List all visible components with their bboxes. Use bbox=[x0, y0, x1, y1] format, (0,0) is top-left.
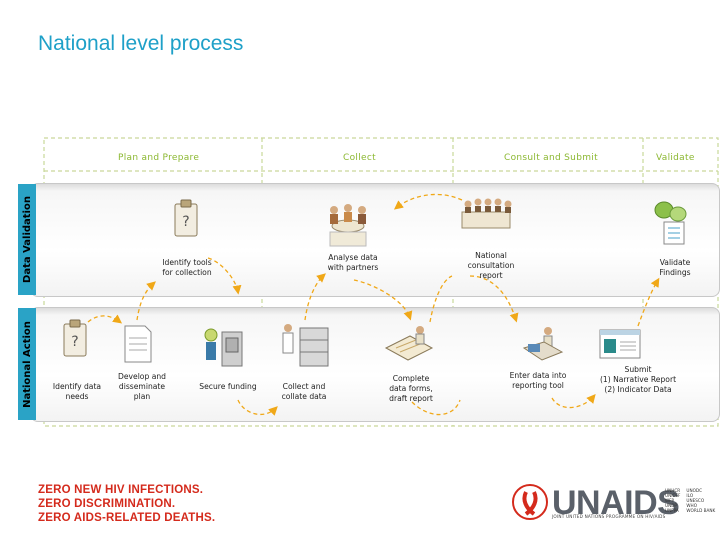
slogan-line-2: ZERO DISCRIMINATION. bbox=[38, 498, 176, 510]
lane-label-data-validation: Data Validation bbox=[18, 184, 36, 295]
step-secure-funding: Secure funding bbox=[199, 382, 257, 391]
clipboard-icon: ? bbox=[63, 319, 87, 357]
meeting-icon bbox=[329, 204, 367, 247]
report-screen-icon bbox=[599, 329, 641, 359]
slogan-line-1: ZERO NEW HIV INFECTIONS. bbox=[38, 484, 204, 496]
clipboard-icon: ? bbox=[174, 199, 198, 237]
forms-icon bbox=[384, 326, 434, 361]
page-title: National level process bbox=[38, 32, 244, 55]
svg-text:?: ? bbox=[71, 334, 78, 350]
document-icon bbox=[124, 325, 152, 363]
computer-user-icon bbox=[522, 327, 564, 361]
phase-validate: Validate bbox=[656, 153, 695, 163]
validate-icon bbox=[654, 201, 687, 245]
phase-plan-prepare: Plan and Prepare bbox=[118, 153, 200, 163]
lane-label-national-action: National Action bbox=[18, 308, 36, 420]
flow-arrows bbox=[87, 193, 660, 416]
phase-consult-submit: Consult and Submit bbox=[504, 153, 598, 163]
slogan-line-3: ZERO AIDS-RELATED DEATHS. bbox=[38, 512, 216, 524]
svg-text:?: ? bbox=[182, 214, 189, 230]
unaids-tagline: JOINT UNITED NATIONS PROGRAMME ON HIV/AI… bbox=[552, 514, 666, 519]
phase-collect: Collect bbox=[343, 153, 376, 163]
consultation-icon bbox=[461, 198, 512, 229]
step-submit: Submit(1) Narrative Report(2) Indicator … bbox=[599, 365, 677, 394]
funding-icon bbox=[204, 328, 243, 367]
unaids-ribbon-logo bbox=[512, 484, 548, 520]
unaids-logo: UNAIDS bbox=[552, 484, 680, 522]
collect-icon bbox=[282, 324, 329, 367]
